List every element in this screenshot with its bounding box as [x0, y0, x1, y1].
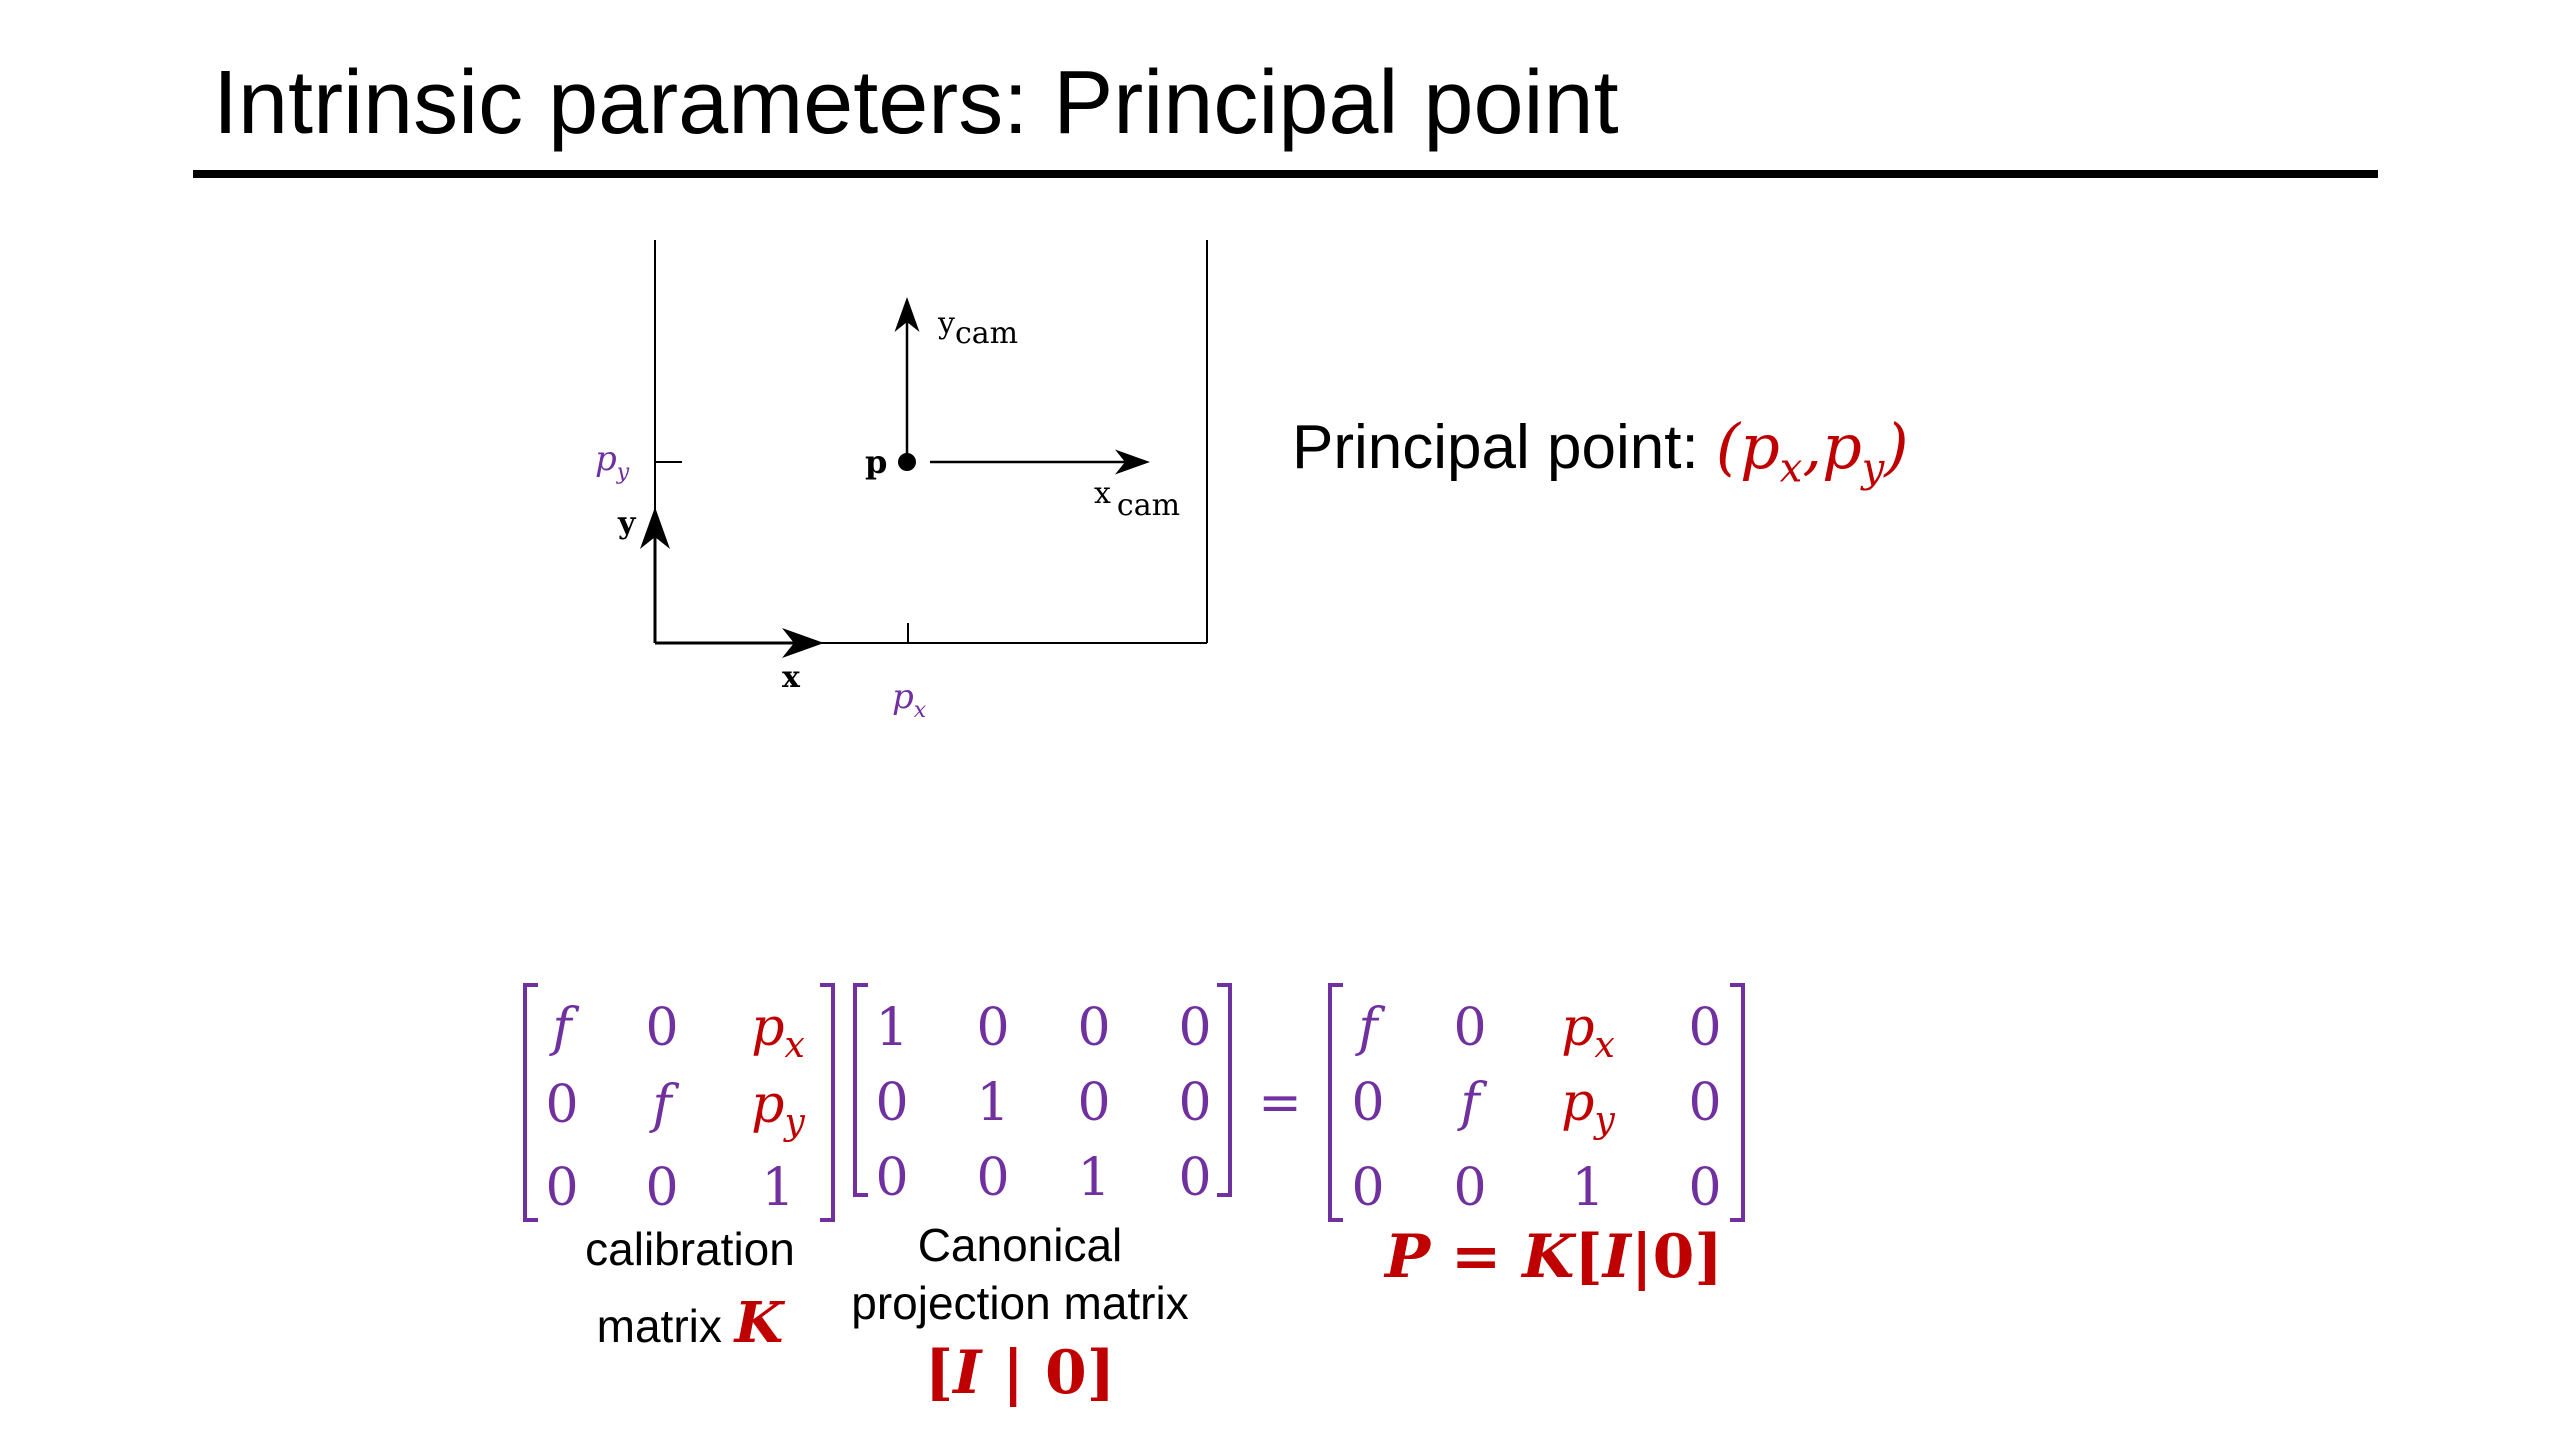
- p-cell-1-1: f: [1456, 1073, 1487, 1133]
- px-label: px: [892, 677, 927, 723]
- p-cell-2-2: 1: [1571, 1158, 1604, 1218]
- i0-cell-0-0: 1: [875, 998, 908, 1058]
- canonical-caption: Canonical projection matrix [I | 0]: [830, 1218, 1210, 1408]
- p-cell-0-2: px: [1561, 998, 1615, 1066]
- projection-equation: P = K[I|0]: [1385, 1222, 1723, 1292]
- principal-point-formula: (px,py): [1715, 410, 1909, 492]
- p-cell-0-1: 0: [1453, 998, 1486, 1058]
- i0-cell-2-1: 0: [976, 1148, 1009, 1208]
- p-bracket-right: [1730, 983, 1745, 1222]
- p-cell-2-1: 0: [1453, 1158, 1486, 1218]
- calibration-line1: calibration: [585, 1223, 795, 1275]
- p-cell-2-0: 0: [1351, 1158, 1384, 1218]
- k-cell-1-1: f: [648, 1075, 679, 1135]
- canonical-line1: Canonical: [917, 1219, 1123, 1271]
- slide-title: Intrinsic parameters: Principal point: [213, 53, 1619, 153]
- x-label: x: [782, 660, 801, 695]
- k-cell-1-2: py: [751, 1075, 805, 1143]
- matrix-equation: f 0 px 0 f py 0 0 1 1 0 0 0 0 1 0 0 0 0 …: [523, 983, 1745, 1222]
- k-bracket-left: [523, 983, 538, 1222]
- p-cell-0-3: 0: [1688, 998, 1721, 1058]
- p-cell-1-0: 0: [1351, 1073, 1384, 1133]
- i0-cell-2-3: 0: [1178, 1148, 1211, 1208]
- i0-cell-2-2: 1: [1077, 1148, 1110, 1208]
- k-cell-2-1: 0: [645, 1158, 678, 1218]
- py-label: py: [595, 439, 630, 485]
- i0-cell-1-3: 0: [1178, 1073, 1211, 1133]
- p-label: p: [865, 443, 887, 481]
- calibration-caption: calibration matrix K: [540, 1222, 840, 1356]
- i0-bracket-left: [853, 983, 868, 1197]
- calibration-symbol: K: [734, 1290, 784, 1356]
- y-label: y: [617, 506, 637, 541]
- p-cell-1-2: py: [1561, 1073, 1615, 1141]
- p-cell-0-0: f: [1354, 998, 1385, 1058]
- canonical-line2: projection matrix: [851, 1277, 1189, 1329]
- k-cell-0-0: f: [548, 998, 579, 1058]
- canonical-symbol: [I | 0]: [924, 1338, 1116, 1408]
- i0-cell-1-1: 1: [976, 1073, 1009, 1133]
- i0-cell-0-3: 0: [1178, 998, 1211, 1058]
- i0-cell-0-2: 0: [1077, 998, 1110, 1058]
- i0-cell-1-0: 0: [875, 1073, 908, 1133]
- k-cell-1-0: 0: [545, 1075, 578, 1135]
- calibration-line2: matrix K: [596, 1290, 784, 1356]
- p-cell-1-3: 0: [1688, 1073, 1721, 1133]
- i0-bracket-right: [1217, 983, 1232, 1197]
- i0-cell-2-0: 0: [875, 1148, 908, 1208]
- p-bracket-left: [1328, 983, 1343, 1222]
- ycam-label: ycam: [937, 306, 1018, 351]
- p-cell-2-3: 0: [1688, 1158, 1721, 1218]
- k-cell-2-2: 1: [761, 1158, 794, 1218]
- k-bracket-right: [820, 983, 835, 1222]
- k-cell-0-2: px: [751, 998, 805, 1066]
- k-cell-0-1: 0: [645, 998, 678, 1058]
- i0-cell-0-1: 0: [976, 998, 1009, 1058]
- principal-point-caption: Principal point:: [1292, 413, 1716, 482]
- principal-point-label: Principal point: (px,py): [1292, 410, 1909, 491]
- principal-point-dot: [898, 453, 916, 471]
- title-rule: [193, 170, 2378, 178]
- i0-cell-1-2: 0: [1077, 1073, 1110, 1133]
- k-cell-2-0: 0: [545, 1158, 578, 1218]
- equals-sign: =: [1258, 1073, 1302, 1133]
